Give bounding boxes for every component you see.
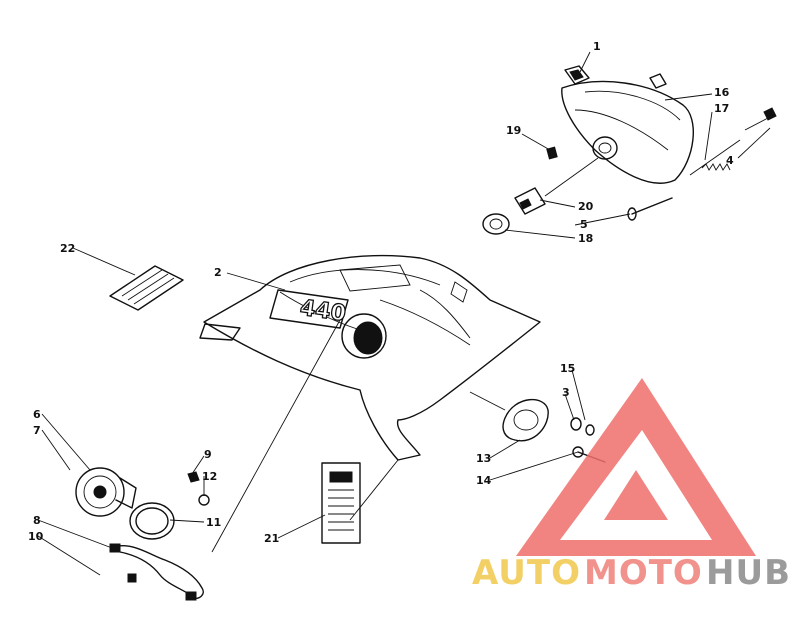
headlight-housing [561,73,694,184]
hood-body [199,254,541,461]
bulb [514,157,599,215]
headlight-clip [564,65,590,85]
hood-badge: 440 [269,289,349,329]
callout-14: 14 [476,474,492,487]
callout-9: 9 [204,448,212,461]
callout-6: 6 [33,408,41,421]
callout-11: 11 [206,516,221,529]
decal-21 [321,462,361,544]
callout-16: 16 [714,86,730,99]
callout-21: 21 [264,532,279,545]
watermark-text-auto: AUTO [472,553,581,593]
gauge-bezel [129,502,175,540]
wiring-harness [109,543,204,601]
mounting-bolt [627,197,673,221]
callout-7: 7 [33,424,41,437]
watermark-logo: AUTO MOTO HUB [472,378,791,593]
callout-numbers: 1 16 17 19 4 20 5 18 22 2 15 3 13 14 6 7… [28,40,734,545]
speedometer-gauge [75,467,137,517]
tail-light-housing [469,391,549,442]
callout-8: 8 [33,514,41,527]
watermark-inner-triangle-icon [604,470,668,520]
tail-light-washer [585,424,595,436]
callout-18: 18 [578,232,593,245]
gauge-opening [341,313,387,359]
tail-light-nut [570,417,582,431]
adjuster-spring [689,139,741,176]
socket-nut [482,213,510,235]
callout-5: 5 [580,218,588,231]
callout-10: 10 [28,530,44,543]
watermark-triangle-icon [516,378,756,556]
callout-13: 13 [476,452,491,465]
decal-22 [109,265,184,311]
callout-22: 22 [60,242,75,255]
watermark-text-hub: HUB [706,553,791,593]
callout-2: 2 [214,266,222,279]
callout-17: 17 [714,102,729,115]
callout-19: 19 [506,124,521,137]
callout-4: 4 [726,154,734,167]
callout-3: 3 [562,386,570,399]
callout-20: 20 [578,200,594,213]
callout-12: 12 [202,470,217,483]
leader-lines [37,51,771,576]
adjuster-screw [744,107,777,131]
hood-badge-text: 440 [298,296,347,327]
watermark-text-moto: MOTO [584,553,703,593]
callout-15: 15 [560,362,575,375]
callout-1: 1 [593,40,601,53]
